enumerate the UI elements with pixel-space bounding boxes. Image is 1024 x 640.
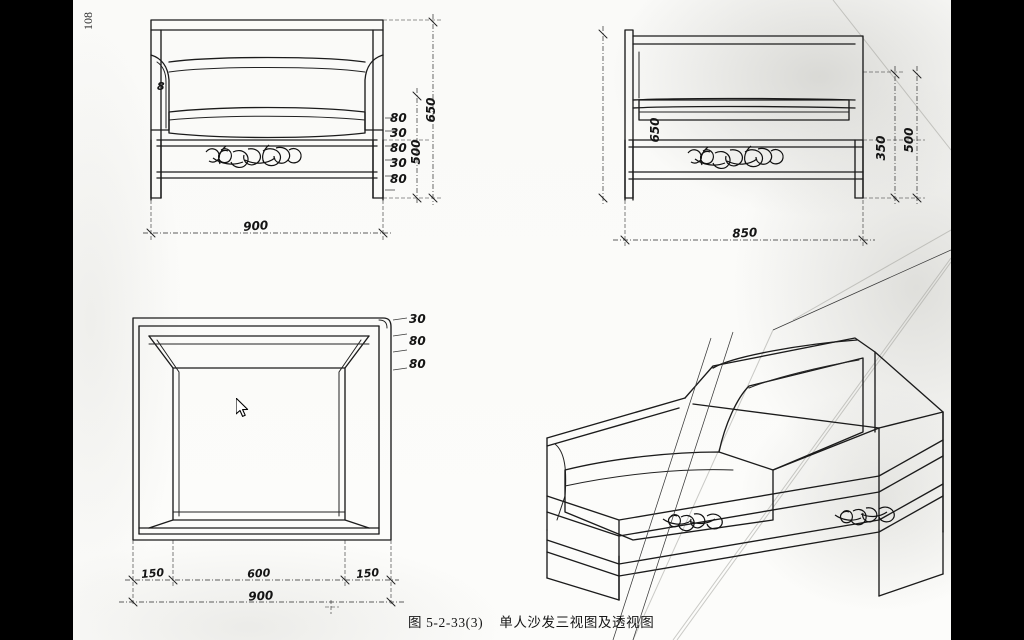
- plan-seat-width-dim: 600: [247, 566, 271, 580]
- letterbox-right: [951, 0, 1024, 640]
- technical-drawing: 8 900 650 500 80 30 80 30: [119, 14, 951, 640]
- front-elevation-drawing: 8: [150, 19, 384, 201]
- side-apron-height-dim: 350: [874, 135, 888, 160]
- note-front-5: 80: [390, 172, 407, 186]
- page-number: 108: [81, 12, 95, 30]
- note-plan-2: 80: [409, 334, 426, 348]
- carved-ornament-front: [205, 144, 302, 168]
- note-front-3: 80: [390, 141, 407, 155]
- note-front-2: 30: [390, 126, 407, 140]
- note-front-1: 80: [390, 111, 407, 125]
- carved-ornament-side: [687, 145, 784, 169]
- side-elevation-dimensions: 850 650 350 500: [598, 26, 925, 246]
- perspective-view-drawing: [546, 249, 951, 640]
- plan-view-dimensions: 150 600 150 900: [119, 540, 405, 607]
- plan-view-drawing: [132, 317, 392, 541]
- side-seat-height-dim: 500: [902, 127, 916, 152]
- scanned-page: 8 900 650 500 80 30 80 30: [73, 0, 951, 640]
- note-front-4: 30: [390, 156, 407, 170]
- figure-caption: 图 5-2-33(3) 单人沙发三视图及透视图: [408, 611, 654, 631]
- mouse-cursor: [236, 398, 249, 417]
- note-plan-3: 80: [409, 357, 426, 371]
- svg-text:8: 8: [157, 80, 165, 93]
- note-plan-1: 30: [409, 312, 426, 326]
- side-depth-dim: 850: [732, 225, 758, 240]
- figure-title: 单人沙发三视图及透视图: [499, 615, 655, 630]
- carved-ornament-perspective-right: [834, 506, 895, 526]
- plan-overall-width-dim: 900: [248, 588, 274, 603]
- plan-handwritten-notes: 30 80 80: [392, 312, 426, 371]
- front-handwritten-notes: 80 30 80 30 80: [385, 111, 407, 191]
- front-back-height-dim: 650: [424, 97, 438, 122]
- carved-ornament-perspective-left: [662, 513, 723, 532]
- front-seat-height-dim: 500: [409, 139, 423, 164]
- letterbox-left: [0, 0, 73, 640]
- side-elevation-drawing: [624, 29, 864, 201]
- side-back-height-dim: 650: [648, 117, 662, 142]
- plan-left-arm-dim: 150: [141, 566, 165, 581]
- front-elevation-dimensions: 900 650 500: [143, 14, 441, 240]
- figure-number: 图 5-2-33(3): [408, 615, 484, 630]
- plan-right-arm-dim: 150: [356, 566, 380, 581]
- front-width-dim: 900: [243, 218, 269, 234]
- scan-creases: [632, 0, 951, 640]
